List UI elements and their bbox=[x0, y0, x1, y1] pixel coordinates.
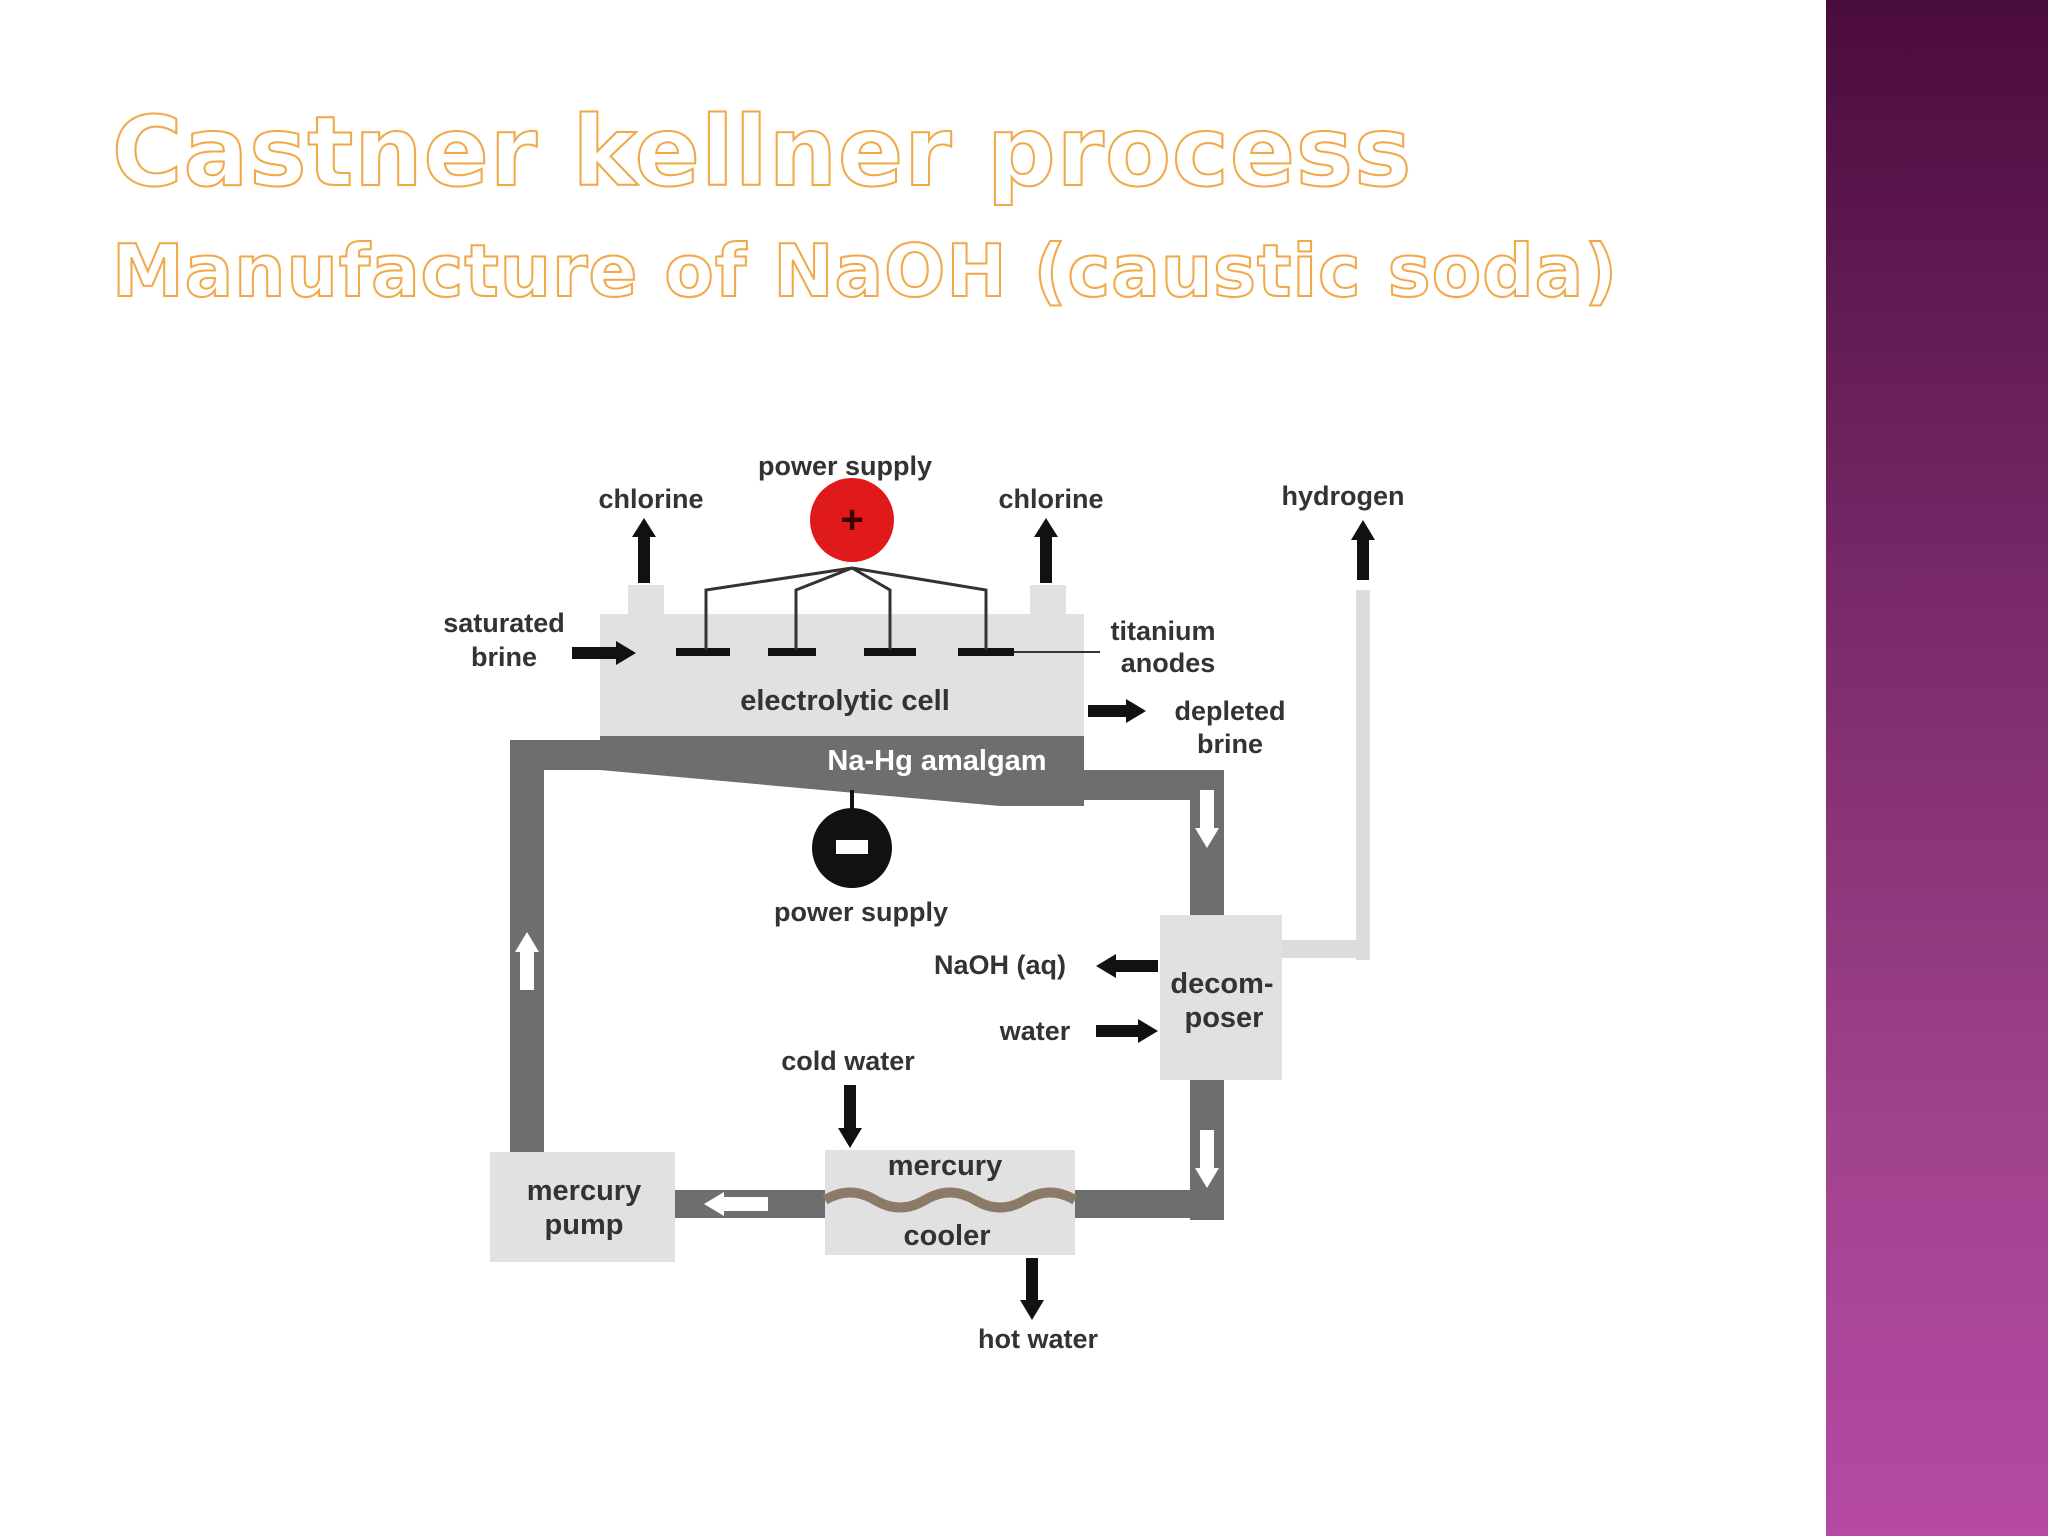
anode-wires bbox=[704, 566, 988, 650]
label-power-supply-top: power supply bbox=[758, 451, 932, 481]
label-titanium-anodes-1: titanium bbox=[1111, 616, 1216, 646]
label-chlorine-right: chlorine bbox=[998, 484, 1103, 514]
mercury-pipe-bottom-right bbox=[1075, 1190, 1224, 1218]
label-mercury-pump-2: pump bbox=[545, 1209, 624, 1241]
label-power-supply-bottom: power supply bbox=[774, 897, 948, 927]
cell-chimney-right bbox=[1030, 585, 1066, 615]
label-amalgam: Na-Hg amalgam bbox=[827, 745, 1046, 777]
label-hot-water: hot water bbox=[978, 1324, 1099, 1354]
label-electrolytic-cell: electrolytic cell bbox=[740, 685, 950, 717]
cooler-coil bbox=[822, 1187, 1078, 1213]
label-mercury-cooler-1: mercury bbox=[888, 1150, 1002, 1182]
label-chlorine-left: chlorine bbox=[598, 484, 703, 514]
mercury-pump bbox=[490, 1152, 675, 1262]
label-decomposer-1: decom- bbox=[1170, 968, 1273, 1000]
amalgam-channel bbox=[600, 736, 1084, 806]
label-water: water bbox=[999, 1016, 1071, 1046]
naoh-arrow bbox=[1096, 954, 1158, 978]
water-arrow bbox=[1096, 1019, 1158, 1043]
label-depleted-brine-1: depleted bbox=[1174, 696, 1285, 726]
chlorine-arrow-right bbox=[1034, 518, 1058, 583]
cold-water-arrow bbox=[838, 1085, 862, 1148]
label-hydrogen: hydrogen bbox=[1281, 481, 1404, 511]
mercury-cooler bbox=[825, 1150, 1075, 1255]
electrolytic-cell bbox=[600, 614, 1084, 736]
label-titanium-anodes-2: anodes bbox=[1121, 648, 1216, 678]
decorative-sidebar bbox=[1826, 0, 2048, 1536]
mercury-pipe-top bbox=[510, 740, 600, 770]
label-cold-water: cold water bbox=[781, 1046, 915, 1076]
label-mercury-cooler-2: cooler bbox=[903, 1220, 990, 1252]
hydrogen-arrow bbox=[1351, 520, 1375, 580]
flow-arrow-left bbox=[704, 1192, 768, 1216]
positive-terminal-icon bbox=[810, 478, 894, 562]
hydrogen-pipe-connector bbox=[1270, 940, 1370, 958]
depleted-brine-arrow bbox=[1088, 699, 1146, 723]
flow-arrow-right-down-lower bbox=[1195, 1130, 1219, 1188]
label-mercury-pump-1: mercury bbox=[527, 1175, 641, 1207]
slide-title: Castner kellner process bbox=[111, 96, 1413, 208]
flow-arrow-right-down bbox=[1195, 790, 1219, 848]
flow-arrow-up bbox=[515, 932, 539, 990]
negative-symbol-bar bbox=[836, 840, 868, 854]
label-saturated-brine-2: brine bbox=[471, 642, 537, 672]
chlorine-arrow-left bbox=[632, 518, 656, 583]
label-decomposer-2: poser bbox=[1185, 1002, 1264, 1034]
positive-symbol: + bbox=[840, 498, 863, 542]
saturated-brine-arrow bbox=[572, 641, 636, 665]
hot-water-arrow bbox=[1020, 1258, 1044, 1320]
decomposer bbox=[1160, 915, 1282, 1080]
label-naoh: NaOH (aq) bbox=[934, 950, 1066, 980]
hydrogen-pipe bbox=[1356, 590, 1370, 960]
label-saturated-brine-1: saturated bbox=[443, 608, 565, 638]
slide-subtitle: Manufacture of NaOH (caustic soda) bbox=[111, 229, 1619, 313]
label-depleted-brine-2: brine bbox=[1197, 729, 1263, 759]
cell-chimney-left bbox=[628, 585, 664, 615]
